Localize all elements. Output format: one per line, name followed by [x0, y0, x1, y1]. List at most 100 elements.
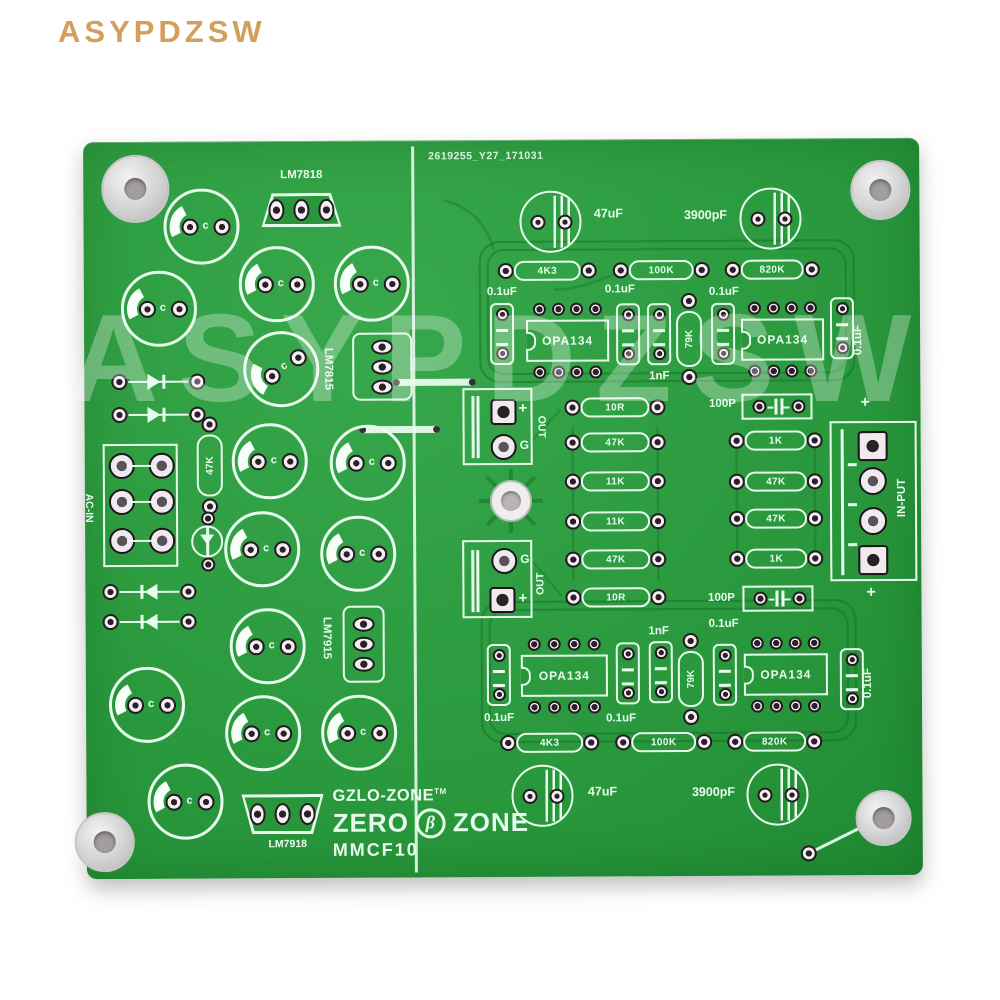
resistor-footprint: 11K: [561, 471, 670, 492]
electrolytic-cap-footprint: c: [320, 515, 397, 592]
solder-pad: [275, 803, 291, 825]
cap-100p-footprint: [742, 585, 814, 612]
resistor-footprint: 47K: [725, 471, 827, 492]
pcb-board: 2619255_Y27_171031 LM7818 c c c c c c c …: [74, 137, 923, 880]
regulator-label: LM7815: [322, 347, 335, 391]
solder-pad: [250, 803, 266, 825]
cap-value-label: 0.1uF: [708, 285, 739, 298]
resistor-footprint: 47K: [561, 549, 670, 570]
cap-value-label: 3900pF: [691, 784, 736, 800]
solder-pad: [567, 637, 581, 651]
opamp-opa134-footprint: OPA134: [741, 301, 825, 378]
solder-pad: [788, 636, 802, 650]
input-plus-mark: +: [866, 584, 876, 602]
out-connector: G +: [462, 539, 533, 619]
solder-pad: [352, 616, 375, 632]
zener-diode-footprint: [191, 525, 224, 558]
cap-3900pf-footprint: [739, 187, 802, 250]
electrolytic-cap-footprint: c: [147, 763, 224, 840]
solder-pad: [300, 803, 316, 825]
cap-value-label: 3900pF: [683, 207, 728, 223]
electrolytic-cap-footprint: c: [329, 424, 406, 501]
solder-pad: [570, 365, 584, 379]
center-mounting-hole: [489, 479, 533, 523]
mounting-hole: [855, 789, 912, 847]
electrolytic-cap-footprint: c: [229, 608, 306, 685]
electrolytic-cap-footprint: c: [224, 511, 301, 588]
solder-pad: [371, 339, 394, 355]
solder-pad: [804, 364, 818, 378]
resistor-footprint: 11K: [561, 511, 670, 532]
seller-watermark: ASYPDZSW: [58, 14, 266, 49]
solder-pad: [803, 301, 817, 315]
brand-zero: ZERO: [332, 807, 409, 838]
regulator-lm7815-footprint: [352, 332, 413, 401]
solder-pad: [766, 364, 780, 378]
solder-pad: [589, 365, 603, 379]
resistor-footprint: 100K: [609, 259, 714, 281]
cap-100p-footprint: [741, 393, 813, 420]
film-cap-footprint: [486, 643, 512, 707]
brand-zone: ZONE: [452, 806, 530, 838]
solder-pad: [770, 699, 784, 713]
regulator-label: LM7818: [280, 168, 323, 182]
solder-pad: [785, 301, 799, 315]
resistor-79k-footprint: 79K: [677, 632, 705, 726]
solder-pad: [532, 302, 546, 316]
resistor-79k-footprint: 79K: [675, 292, 703, 386]
diode-footprint: [102, 613, 197, 631]
resistor-footprint: 820K: [721, 259, 824, 280]
cap-value-label: 0.1uF: [708, 617, 739, 630]
solder-pad: [766, 301, 780, 315]
resistor-footprint: 820K: [723, 731, 826, 752]
diode-footprint: [111, 373, 206, 391]
resistor-footprint: 47K: [725, 508, 827, 529]
solder-pad: [570, 302, 584, 316]
solder-pad: [807, 636, 821, 650]
electrolytic-cap-footprint: c: [224, 695, 302, 772]
solder-pad: [587, 637, 601, 651]
cap-value-label: 0.1uF: [604, 283, 635, 296]
solder-pad: [371, 359, 394, 375]
solder-pad: [293, 199, 309, 221]
solder-pad: [352, 656, 375, 672]
out-connector: + G: [462, 387, 533, 466]
solder-pad: [201, 557, 216, 572]
electrolytic-cap-footprint: c: [333, 245, 411, 322]
opamp-opa134-footprint: OPA134: [743, 636, 828, 713]
solder-pad: [800, 845, 817, 862]
ac-in-label: AC-IN: [82, 493, 95, 523]
opamp-opa134-footprint: OPA134: [520, 637, 608, 714]
diode-footprint: [102, 583, 197, 601]
mounting-hole: [101, 154, 170, 224]
solder-pad: [548, 700, 562, 714]
resistor-footprint: 10R: [561, 587, 670, 608]
cap-value-label: 47uF: [587, 784, 618, 799]
electrolytic-cap-footprint: c: [120, 270, 198, 347]
cap-47uf-footprint: [519, 190, 582, 253]
electrolytic-cap-footprint: c: [163, 188, 240, 265]
resistor-47k-footprint: 47K: [196, 416, 223, 515]
regulator-label: LM7918: [268, 838, 308, 851]
opamp-opa134-footprint: OPA134: [526, 302, 610, 379]
electrolytic-cap-footprint: c: [231, 423, 308, 500]
regulator-lm7915-footprint: [342, 605, 385, 683]
cap-value-label: 0.1uF: [486, 285, 517, 299]
cap-value-label: 100P: [708, 591, 735, 604]
electrolytic-cap-footprint: c: [108, 666, 186, 744]
solder-pad: [318, 199, 334, 221]
solder-pad: [747, 301, 761, 315]
solder-pad: [201, 511, 216, 526]
cap-3900pf-footprint: [746, 763, 809, 826]
solder-pad: [551, 302, 565, 316]
solder-pad: [551, 365, 565, 379]
brand-block: GZLO-ZONETM ZERO β ZONE MMCF10: [332, 786, 529, 861]
ac-in-connector: [102, 443, 179, 568]
film-cap-footprint: [615, 642, 641, 705]
solder-pad: [568, 700, 582, 714]
solder-pad: [268, 199, 284, 221]
film-cap-footprint: [615, 303, 641, 366]
solder-pad: [748, 364, 762, 378]
resistor-footprint: 100K: [611, 731, 716, 753]
film-cap-footprint: [489, 302, 515, 366]
